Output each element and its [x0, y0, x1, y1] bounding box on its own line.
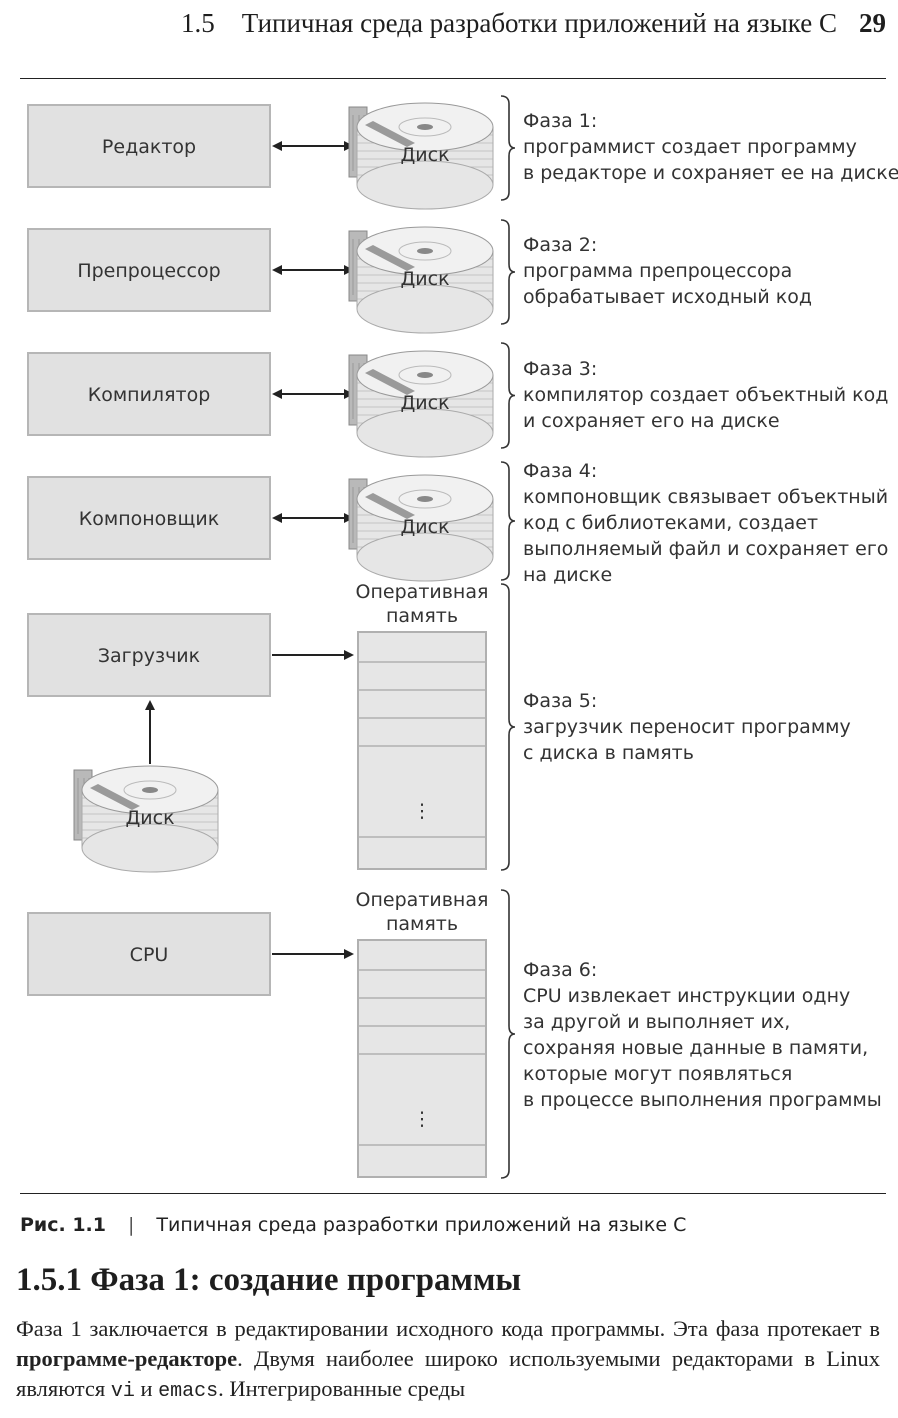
phase-brace: [500, 95, 516, 201]
memory-label: память: [386, 605, 458, 627]
disk-label: Диск: [400, 516, 449, 538]
disk-label: Диск: [125, 807, 174, 829]
memory-label: Оперативная: [356, 889, 489, 911]
code-term-emacs: emacs: [158, 1380, 219, 1403]
phase-brace: [500, 889, 516, 1179]
phase-brace: [500, 219, 516, 325]
memory-block: [357, 939, 487, 1178]
header-section-number: 1.5: [181, 8, 215, 38]
stage-box: [27, 228, 271, 312]
phase-description: код с библиотеками, создает: [523, 512, 818, 534]
memory-ellipsis: ⋮: [413, 1108, 432, 1130]
disk-label: Диск: [400, 392, 449, 414]
bold-term: программе-редакторе: [16, 1346, 238, 1371]
memory-ellipsis: ⋮: [413, 800, 432, 822]
phase-description: с диска в память: [523, 742, 694, 764]
memory-block: [357, 631, 487, 870]
phase-description: на диске: [523, 564, 612, 586]
paragraph-text: . Интегрированные среды: [218, 1376, 466, 1401]
phase-description: загрузчик переносит программу: [523, 716, 851, 738]
running-header: 1.5 Типичная среда разработки приложений…: [181, 8, 886, 39]
stage-box-label: Препроцессор: [77, 260, 220, 282]
caption-separator: |: [128, 1214, 135, 1236]
stage-box: [27, 613, 271, 697]
phase-brace: [500, 342, 516, 449]
caption-text: Типичная среда разработки приложений на …: [156, 1214, 687, 1236]
phase-title: Фаза 1:: [523, 110, 597, 132]
stage-box-label: CPU: [130, 944, 169, 966]
paragraph-text: и: [134, 1376, 159, 1401]
memory-label: память: [386, 913, 458, 935]
phase-brace: [500, 461, 516, 581]
phase-title: Фаза 5:: [523, 690, 597, 712]
stage-box-label: Редактор: [102, 136, 196, 158]
header-title: Типичная среда разработки приложений на …: [241, 8, 837, 38]
stage-box: [27, 476, 271, 560]
phase-description: в процессе выполнения программы: [523, 1089, 882, 1111]
stage-box-label: Компоновщик: [79, 508, 219, 530]
phase-title: Фаза 3:: [523, 358, 597, 380]
phase-description: за другой и выполняет их,: [523, 1011, 790, 1033]
phase-description: в редакторе и сохраняет ее на диске: [523, 162, 898, 184]
disk-label: Диск: [400, 144, 449, 166]
phase-description: CPU извлекает инструкции одну: [523, 985, 850, 1007]
stage-box: [27, 912, 271, 996]
stage-box: [27, 352, 271, 436]
phase-description: и сохраняет его на диске: [523, 410, 780, 432]
phase-title: Фаза 4:: [523, 460, 597, 482]
phase-description: обрабатывает исходный код: [523, 286, 812, 308]
phase-description: сохраняя новые данные в памяти,: [523, 1037, 868, 1059]
phase-description: программист создает программу: [523, 136, 857, 158]
phase-title: Фаза 2:: [523, 234, 597, 256]
body-paragraph: Фаза 1 заключается в редактировании исхо…: [16, 1314, 880, 1407]
stage-box-label: Компилятор: [88, 384, 211, 406]
code-term-vi: vi: [110, 1380, 135, 1403]
top-rule: [20, 78, 886, 80]
stage-box-label: Загрузчик: [98, 645, 200, 667]
figure-number: Рис. 1.1: [20, 1214, 106, 1236]
phase-description: компоновщик связывает объектный: [523, 486, 888, 508]
stage-box: [27, 104, 271, 188]
phase-description: компилятор создает объектный код: [523, 384, 888, 406]
phase-description: выполняемый файл и сохраняет его: [523, 538, 888, 560]
phase-title: Фаза 6:: [523, 959, 597, 981]
page-number: 29: [859, 8, 886, 38]
paragraph-text: Фаза 1 заключается в редактировании исхо…: [16, 1316, 880, 1341]
paragraph-text: . Двумя наиболее широко используемыми ре…: [16, 1346, 880, 1401]
section-heading: 1.5.1 Фаза 1: создание программы: [16, 1262, 522, 1298]
figure-caption: Рис. 1.1 | Типичная среда разработки прило…: [20, 1214, 686, 1236]
disk-label: Диск: [400, 268, 449, 290]
memory-label: Оперативная: [356, 581, 489, 603]
bottom-rule: [20, 1193, 886, 1195]
figure-diagram: Редактор Фаза 1: программист создает прогр…: [27, 95, 898, 1179]
phase-description: которые могут появляться: [523, 1063, 792, 1085]
phase-description: программа препроцессора: [523, 260, 792, 282]
phase-brace: [500, 583, 516, 871]
